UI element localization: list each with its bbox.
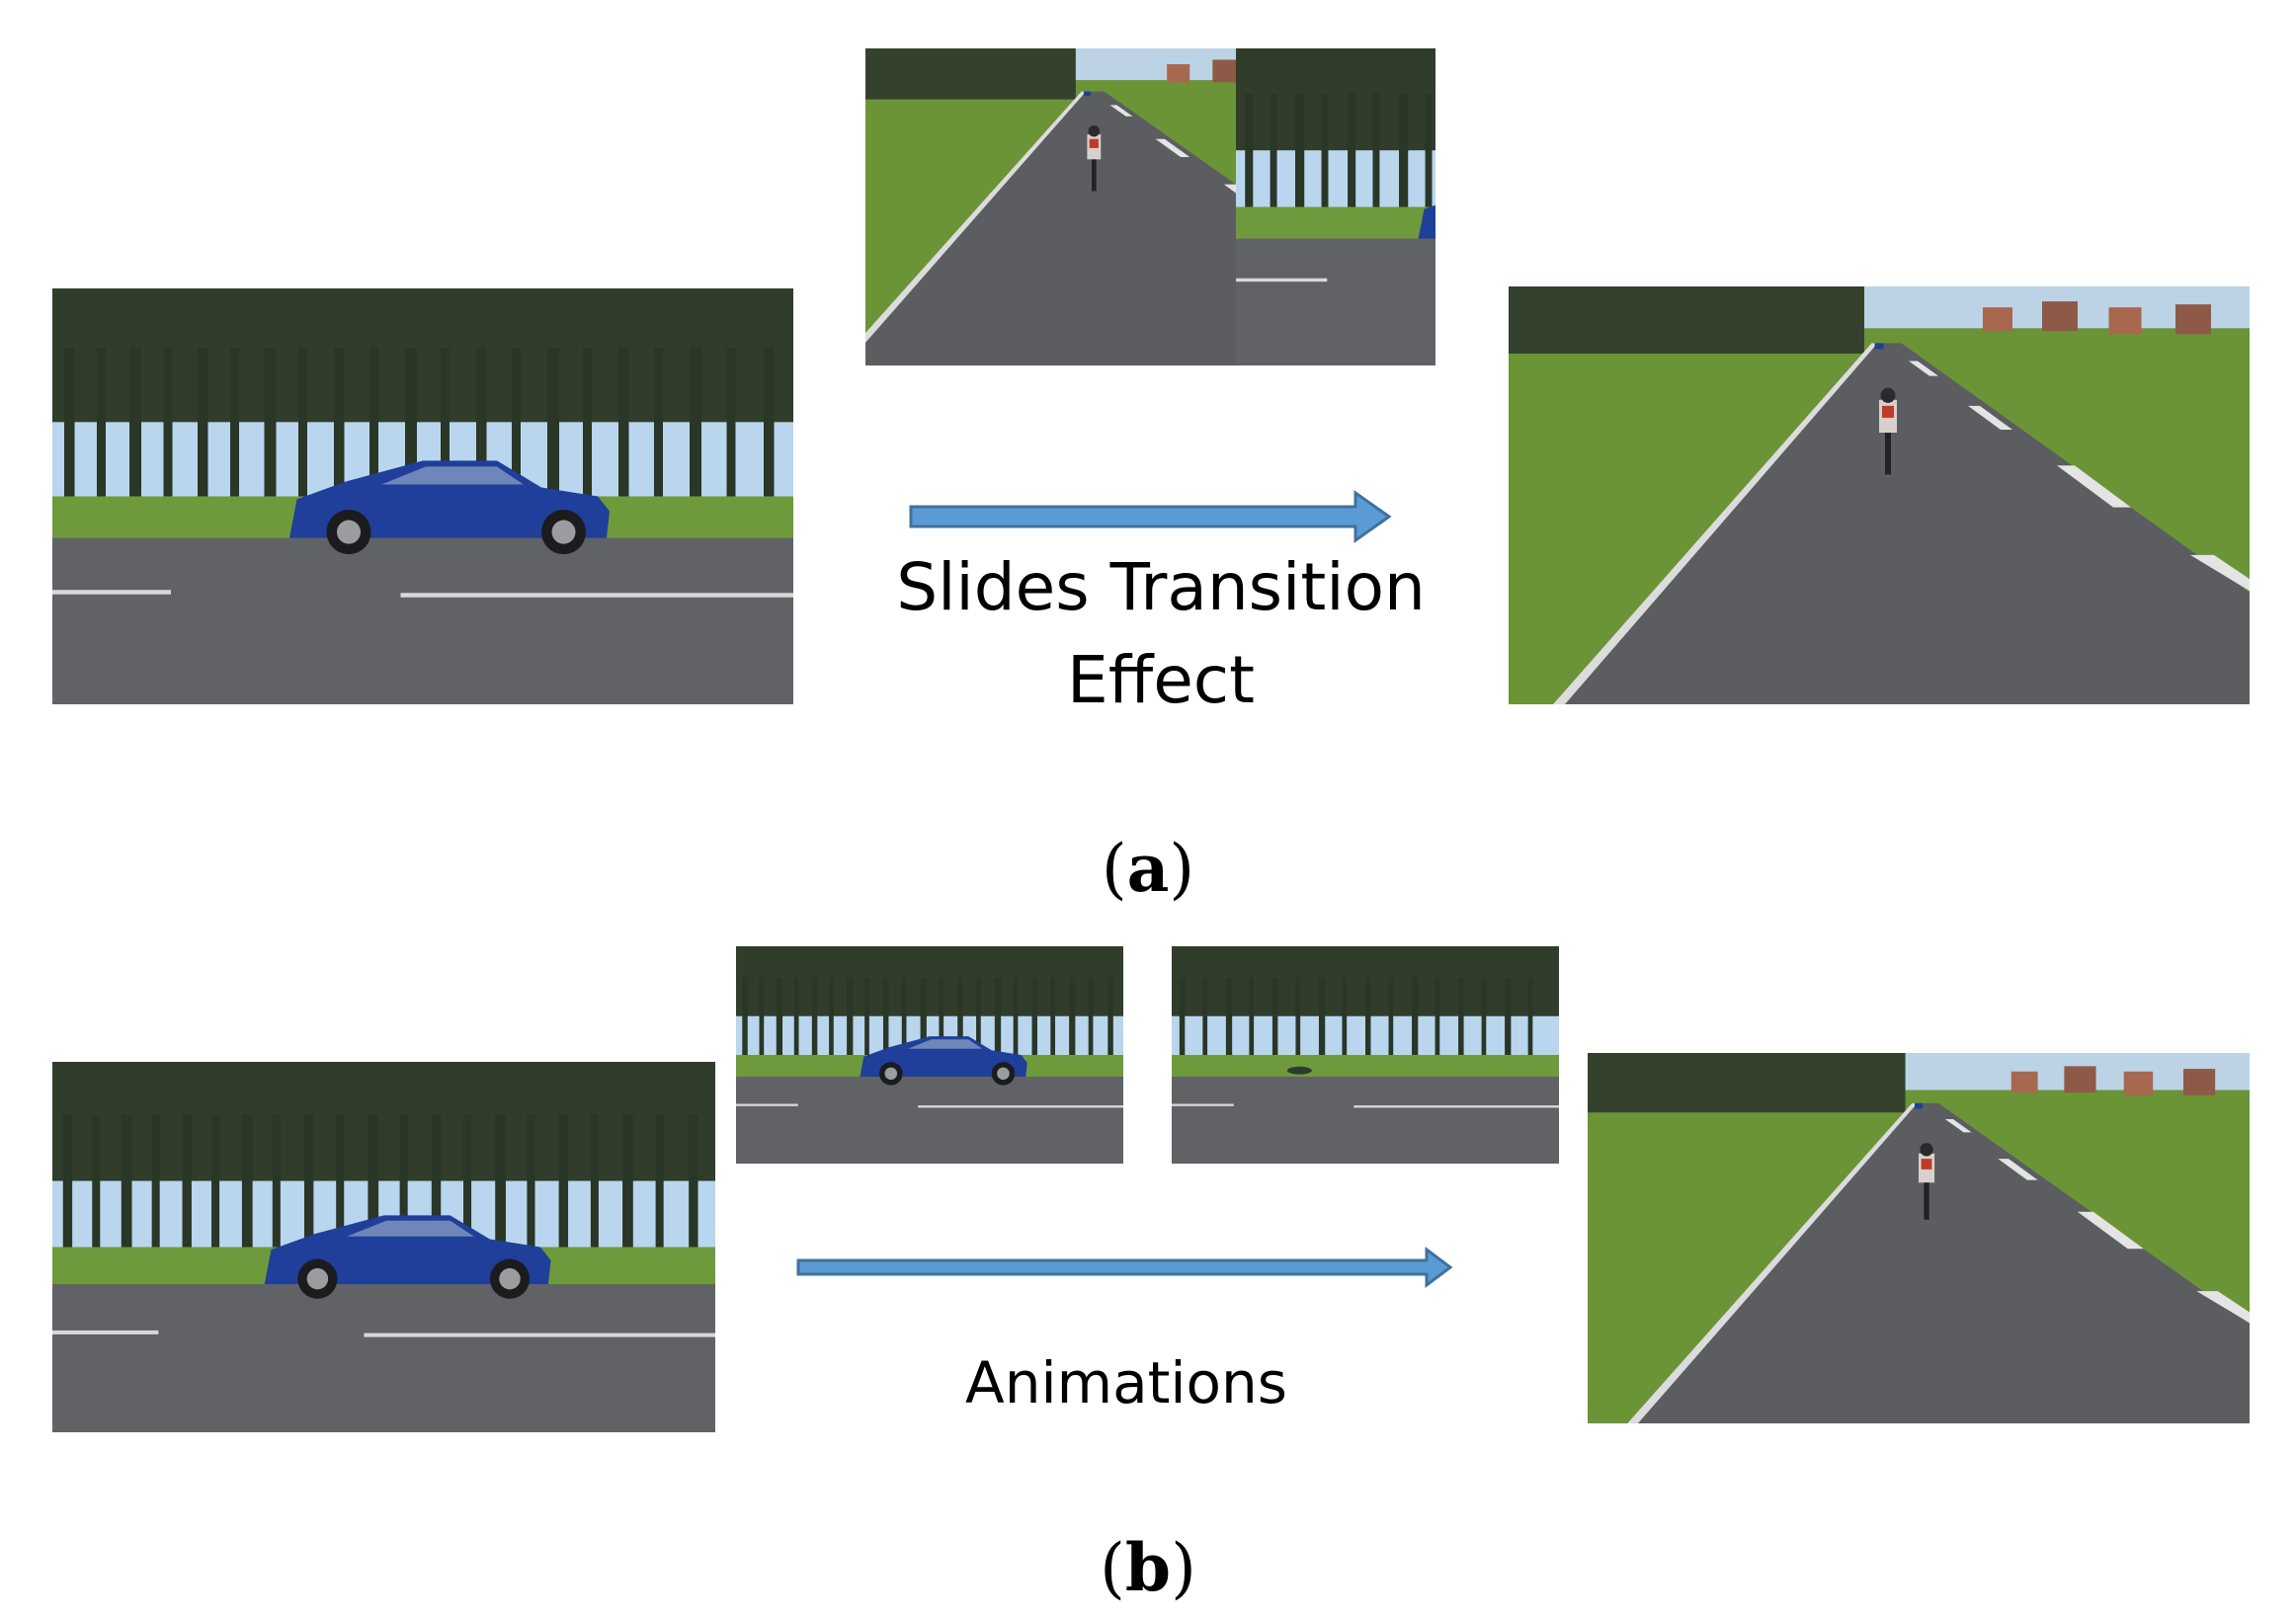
- panel-b-caption: (b): [1100, 1529, 1196, 1606]
- panel-a-label-line1: Slides Transition: [896, 549, 1426, 625]
- panel-a-caption: (a): [1101, 830, 1195, 907]
- panel-a-label: Slides Transition Effect: [860, 541, 1462, 727]
- panel-a-label-line2: Effect: [1067, 642, 1255, 718]
- panel-a-end-image: [1509, 286, 2250, 704]
- panel-b-animation-frame-2: [1172, 946, 1559, 1164]
- panel-b-caption-letter: b: [1124, 1529, 1172, 1606]
- panel-b-start-image: [52, 1062, 715, 1432]
- panel-a-caption-letter: a: [1126, 830, 1170, 907]
- panel-b-label: Animations: [965, 1349, 1287, 1416]
- panel-a-transition-image: [865, 48, 1435, 365]
- panel-b-animation-frame-1: [736, 946, 1123, 1164]
- panel-b-arrow-shape: [796, 1247, 1453, 1288]
- panel-a-arrow-shape: [909, 490, 1392, 543]
- panel-a-arrow: [909, 490, 1392, 543]
- panel-b-arrow: [796, 1247, 1453, 1288]
- panel-a-start-image: [52, 288, 793, 704]
- panel-b-end-image: [1588, 1053, 2250, 1423]
